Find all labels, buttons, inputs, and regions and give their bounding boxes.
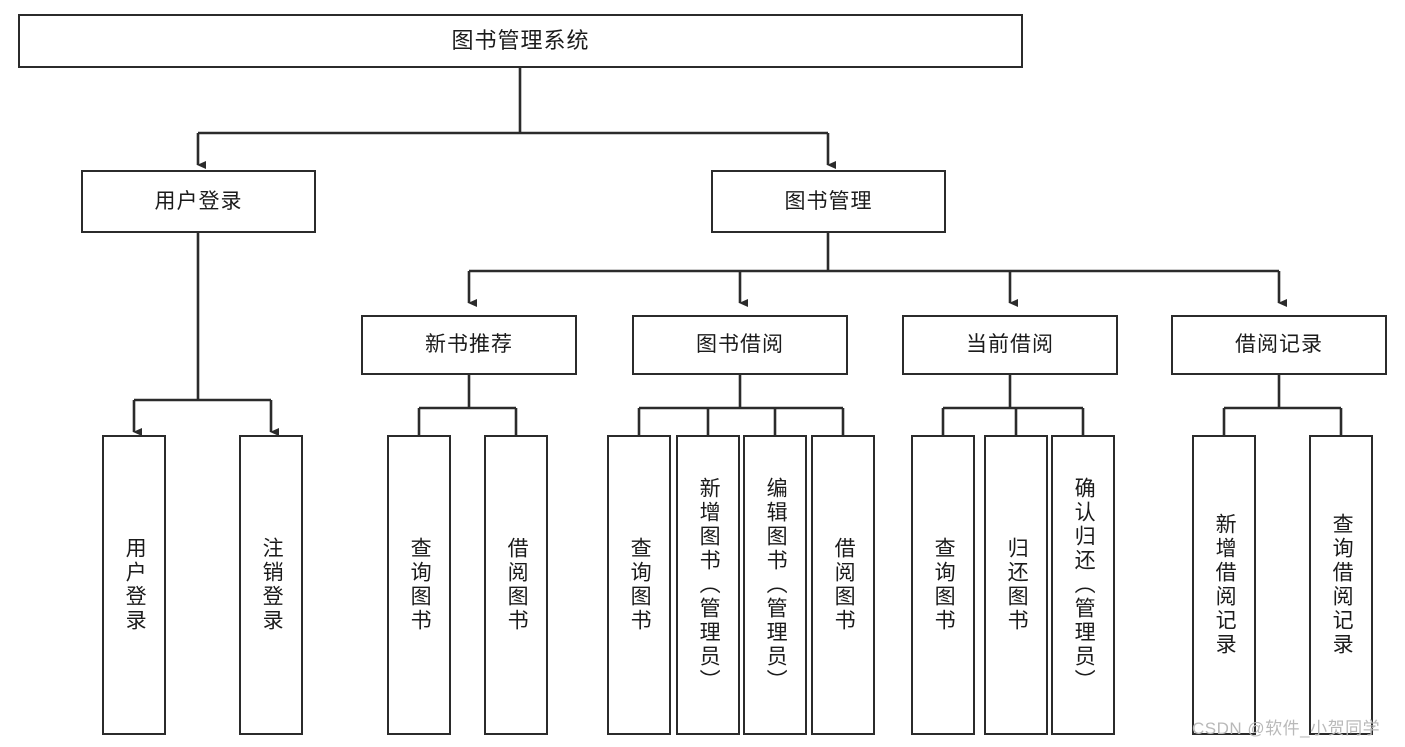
node-label: 图书管理系统 [451,27,590,53]
node-leaf-add-borrow-record[interactable]: 新增借阅记录 [1192,435,1256,735]
node-label: 新书推荐 [425,333,513,357]
node-leaf-query-books-recommend[interactable]: 查询图书 [387,435,451,735]
node-leaf-query-books-current[interactable]: 查询图书 [911,435,975,735]
node-label: 借阅记录 [1235,333,1323,357]
node-user-login-group[interactable]: 用户登录 [81,170,316,233]
node-book-borrow[interactable]: 图书借阅 [632,315,848,375]
node-label: 新增图书（管理员） [697,477,721,693]
node-label: 注销登录 [260,537,284,633]
node-leaf-user-login[interactable]: 用户登录 [102,435,166,735]
node-leaf-add-book-admin[interactable]: 新增图书（管理员） [676,435,740,735]
node-label: 用户登录 [123,537,147,633]
node-label: 编辑图书（管理员） [764,477,788,693]
node-leaf-return-books[interactable]: 归还图书 [984,435,1048,735]
node-label: 查询借阅记录 [1330,513,1354,657]
node-label: 借阅图书 [832,537,856,633]
node-current-borrow[interactable]: 当前借阅 [902,315,1118,375]
node-root-system[interactable]: 图书管理系统 [18,14,1023,68]
node-label: 新增借阅记录 [1213,513,1237,657]
node-label: 归还图书 [1005,537,1029,633]
node-book-management-group[interactable]: 图书管理 [711,170,946,233]
node-leaf-confirm-return-admin[interactable]: 确认归还（管理员） [1051,435,1115,735]
node-leaf-edit-book-admin[interactable]: 编辑图书（管理员） [743,435,807,735]
node-label: 查询图书 [628,537,652,633]
node-borrow-record[interactable]: 借阅记录 [1171,315,1387,375]
node-label: 借阅图书 [505,537,529,633]
node-label: 查询图书 [408,537,432,633]
node-label: 确认归还（管理员） [1072,477,1096,693]
node-label: 用户登录 [154,189,243,213]
node-leaf-query-borrow-record[interactable]: 查询借阅记录 [1309,435,1373,735]
node-leaf-query-books-borrow[interactable]: 查询图书 [607,435,671,735]
node-label: 图书管理 [784,189,873,213]
node-label: 图书借阅 [696,333,784,357]
node-new-book-recommend[interactable]: 新书推荐 [361,315,577,375]
node-leaf-logout[interactable]: 注销登录 [239,435,303,735]
csdn-watermark: CSDN @软件_小贺同学 [1192,719,1381,738]
node-label: 查询图书 [932,537,956,633]
node-leaf-borrow-books-recommend[interactable]: 借阅图书 [484,435,548,735]
node-label: 当前借阅 [966,333,1054,357]
node-leaf-borrow-books-borrow[interactable]: 借阅图书 [811,435,875,735]
